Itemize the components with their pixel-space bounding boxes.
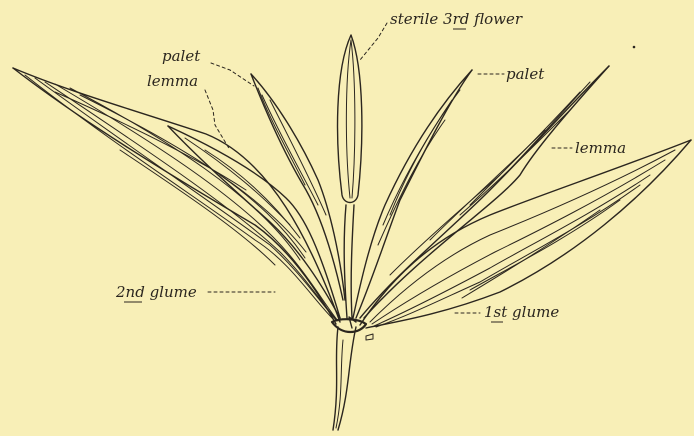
label-sterile-flower-sup: rd [453,10,470,28]
label-second-glume-sup: nd [126,283,145,301]
ink-speck [633,46,636,49]
label-lemma-right: lemma [575,139,626,157]
label-palet-left: palet [162,47,201,65]
pedicel [333,327,356,430]
label-first-glume: 1st glume [484,303,559,321]
label-lemma-left: lemma [147,72,198,90]
label-first-glume-sup: st [494,303,509,321]
label-palet-right: palet [506,65,545,83]
label-second-glume: 2nd glume [115,283,197,301]
label-sterile-flower: sterile 3rd flower [390,10,523,28]
labels: sterile 3rd flower palet lemma palet lem… [115,10,626,322]
first-glume [360,140,691,328]
lemma-right-bract [360,66,609,318]
palet-right-bract [353,70,472,318]
